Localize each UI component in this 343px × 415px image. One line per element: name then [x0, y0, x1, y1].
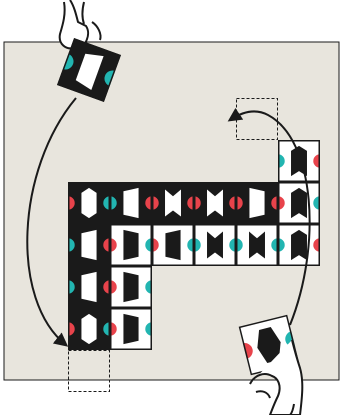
tile-r2-c3 [187, 224, 242, 266]
tile-r1-c5 [271, 182, 326, 224]
trap-left-shape [249, 188, 264, 218]
tile-r2-c2 [145, 224, 200, 266]
tile-r3-c1 [103, 266, 158, 308]
tile-r2-c0 [61, 224, 116, 266]
tile-r1-c1 [103, 182, 158, 224]
trap-right-shape [165, 230, 180, 260]
arrow-both-shape [81, 188, 96, 218]
tile-r2-c1 [103, 224, 158, 266]
tile-r1-c3 [187, 182, 242, 224]
tile-r1-c2 [145, 182, 200, 224]
trap-right-shape [81, 272, 96, 302]
trap-left-shape [123, 314, 138, 344]
trap-right-shape [123, 188, 138, 218]
trap-left-shape [123, 272, 138, 302]
trap-right-shape [81, 230, 96, 260]
tile-r1-c4 [229, 182, 284, 224]
tile-r1-c0 [61, 182, 116, 224]
tile-r3-c0 [61, 266, 116, 308]
tile-r4-c1 [103, 308, 158, 350]
tile-r2-c4 [229, 224, 284, 266]
tile-r4-c0 [61, 308, 116, 350]
tile-r0-c5 [271, 140, 326, 182]
arrow-both-shape [81, 314, 96, 344]
tile-r2-c5 [271, 224, 326, 266]
trap-left-shape [123, 230, 138, 260]
